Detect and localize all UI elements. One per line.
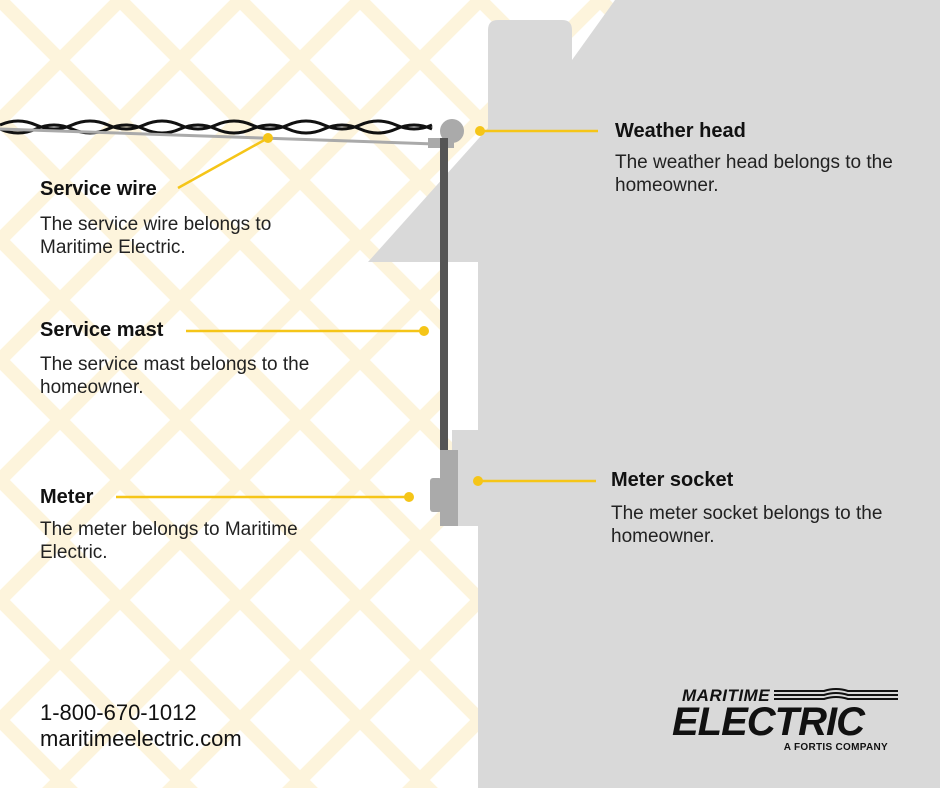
contact-website: maritimeelectric.com (40, 726, 242, 751)
meter-marker (404, 492, 414, 502)
service-mast-marker (419, 326, 429, 336)
meter-body (430, 478, 442, 512)
service-mast-description: The service mast belongs to the homeowne… (40, 354, 310, 398)
house-silhouette (368, 0, 940, 788)
weather-head (440, 119, 464, 143)
logo-tagline: A FORTIS COMPANY (783, 742, 888, 753)
meter-title: Meter (40, 486, 94, 508)
meter-socket-title: Meter socket (611, 469, 734, 491)
logo-line2: ELECTRIC (672, 700, 865, 744)
service-mast-pipe (440, 138, 448, 450)
service-wire-marker (263, 133, 273, 143)
service-mast-title: Service mast (40, 319, 164, 341)
logo-line1: MARITIME (682, 686, 771, 705)
meter-description: The meter belongs to Maritime Electric. (40, 519, 298, 563)
meter-socket-marker (473, 476, 483, 486)
weather-head-title: Weather head (615, 120, 746, 142)
maritime-electric-logo: MARITIME ELECTRIC A FORTIS COMPANY (672, 686, 902, 756)
meter-socket-description: The meter socket belongs to the homeowne… (611, 503, 883, 547)
contact-phone: 1-800-670-1012 (40, 700, 197, 725)
service-wire-title: Service wire (40, 178, 157, 200)
service-wire-leader (177, 136, 269, 190)
weather-head-marker (475, 126, 485, 136)
service-wire-neutral (0, 127, 436, 146)
service-wire-twist-a (0, 119, 433, 131)
meter-socket-box (440, 450, 458, 526)
service-wire-description: The service wire belongs to Maritime Ele… (40, 214, 272, 258)
weather-head-description: The weather head belongs to the homeowne… (615, 152, 893, 196)
service-wire-twist-b (0, 123, 433, 135)
logo-wave-lines-icon (774, 688, 898, 700)
